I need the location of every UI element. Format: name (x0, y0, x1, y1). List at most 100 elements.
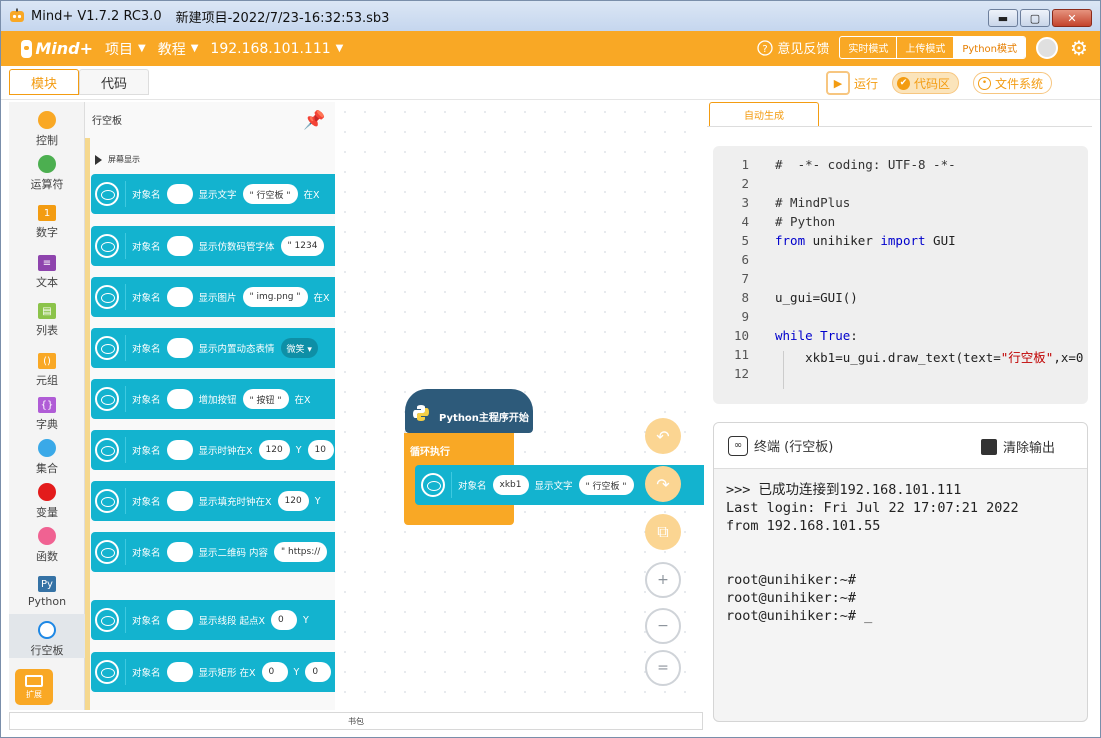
file-system-button[interactable]: •文件系统 (972, 72, 1052, 94)
block-input[interactable] (166, 542, 193, 562)
palette-block[interactable]: 对象名增加按钮" 按钮 "在X (91, 379, 335, 419)
block-input[interactable] (166, 236, 193, 256)
maximize-button[interactable]: ▢ (1020, 9, 1050, 27)
category-icon (38, 483, 56, 501)
block-input[interactable]: " 按钮 " (242, 389, 289, 409)
block-label: 增加按钮 (198, 395, 237, 406)
block-input[interactable] (166, 338, 193, 358)
mode-python[interactable]: Python模式 (954, 37, 1025, 58)
block-dropdown[interactable]: 微笑 ▾ (280, 338, 318, 358)
category-item-6[interactable]: {}字典 (9, 392, 85, 432)
palette-block[interactable]: 对象名显示仿数码管字体" 1234 (91, 226, 335, 266)
block-input[interactable]: 120 (258, 440, 290, 460)
clear-output-button[interactable]: 清除输出 (980, 437, 1055, 456)
palette-block[interactable]: 对象名显示文字" 行空板 "在X (91, 174, 335, 214)
zoom-in-button[interactable]: + (645, 562, 681, 598)
run-button[interactable]: ▶运行 (825, 71, 878, 95)
unihiker-icon (95, 234, 119, 258)
tab-blocks[interactable]: 模块 (9, 69, 79, 95)
category-icon (38, 155, 56, 173)
palette-block[interactable]: 对象名显示内置动态表情微笑 ▾ (91, 328, 335, 368)
pin-icon[interactable]: 📌 (303, 110, 326, 131)
block-input[interactable]: " img.png " (242, 287, 308, 307)
block-input[interactable]: " https:// (274, 542, 328, 562)
unihiker-icon (95, 285, 119, 309)
block-input[interactable]: 10 (307, 440, 334, 460)
code-line: 12 (713, 366, 1088, 385)
caret-down-icon: ▼ (138, 43, 146, 54)
object-name-field[interactable]: xkb1 (492, 475, 529, 495)
category-icon: () (38, 353, 56, 369)
block-input[interactable]: " 1234 (280, 236, 325, 256)
category-item-4[interactable]: ▤列表 (9, 298, 85, 338)
block-label: 显示矩形 在X (198, 668, 256, 679)
tab-code[interactable]: 代码 (79, 69, 149, 95)
feedback-link[interactable]: ? 意见反馈 (757, 38, 829, 57)
category-icon: ≡ (38, 255, 56, 271)
extension-button[interactable]: 扩展 (15, 669, 53, 705)
gear-icon[interactable]: ⚙ (1070, 35, 1088, 60)
block-input[interactable]: 120 (277, 491, 309, 511)
backpack-bar[interactable]: 书包 (9, 712, 703, 730)
category-item-8[interactable]: 变量 (9, 480, 85, 520)
category-item-3[interactable]: ≡文本 (9, 250, 85, 290)
svg-text:?: ? (763, 44, 768, 55)
crop-icon: ⧉ (657, 522, 669, 541)
block-input[interactable] (166, 287, 193, 307)
category-item-1[interactable]: 运算符 (9, 152, 85, 192)
zoom-reset-button[interactable]: = (645, 650, 681, 686)
caret-down-icon: ▼ (190, 43, 199, 54)
block-input[interactable]: 0 (271, 610, 298, 630)
block-label: Y (314, 495, 321, 507)
user-avatar[interactable] (1036, 36, 1058, 59)
block-input[interactable]: 0 (261, 662, 288, 682)
palette-block[interactable]: 对象名显示图片" img.png "在X (91, 277, 335, 317)
line-number: 8 (741, 290, 749, 305)
palette-block[interactable]: 对象名显示二维码 内容" https:// (91, 532, 335, 572)
menu-tutorial[interactable]: 教程▼ (157, 41, 199, 58)
block-workspace[interactable]: Python主程序开始 循环执行 对象名 xkb1 显示文字 " 行空板 " 0… (335, 102, 704, 710)
text-value-field[interactable]: " 行空板 " (578, 475, 634, 495)
section-screen-display[interactable]: 屏幕显示 (95, 154, 140, 165)
block-input[interactable] (166, 491, 193, 511)
block-input[interactable] (166, 184, 193, 204)
block-input[interactable] (166, 610, 193, 630)
category-item-7[interactable]: 集合 (9, 436, 85, 476)
menu-device-ip[interactable]: 192.168.101.111▼ (210, 40, 344, 57)
minimize-button[interactable]: ▬ (988, 9, 1018, 27)
unihiker-icon (95, 489, 119, 513)
redo-button[interactable]: ↷ (645, 466, 681, 502)
code-area-button[interactable]: ✔代码区 (891, 72, 959, 94)
line-number: 12 (733, 366, 749, 381)
close-button[interactable]: ✕ (1052, 9, 1092, 27)
block-input[interactable] (166, 440, 193, 460)
python-main-start-block[interactable]: Python主程序开始 (405, 389, 533, 433)
display-text-block[interactable]: 对象名 xkb1 显示文字 " 行空板 " 0 (415, 465, 704, 505)
menu-project[interactable]: 项目▼ (105, 41, 146, 58)
crop-button[interactable]: ⧉ (645, 514, 681, 550)
mindplus-app-icon (10, 8, 24, 22)
block-input[interactable] (166, 662, 193, 682)
mode-realtime[interactable]: 实时模式 (840, 37, 898, 58)
undo-button[interactable]: ↶ (645, 418, 681, 454)
block-input[interactable]: 0 (305, 662, 332, 682)
category-item-0[interactable]: 控制 (9, 108, 85, 148)
mode-upload[interactable]: 上传模式 (897, 37, 955, 58)
category-item-11[interactable]: 行空板 (9, 614, 85, 658)
block-input[interactable] (166, 389, 193, 409)
palette-scroll-track (85, 138, 90, 710)
zoom-out-button[interactable]: − (645, 608, 681, 644)
category-item-9[interactable]: 函数 (9, 524, 85, 564)
block-input[interactable]: " 行空板 " (242, 184, 298, 204)
tab-auto-generate[interactable]: 自动生成 (709, 102, 819, 126)
category-item-5[interactable]: ()元组 (9, 348, 85, 388)
